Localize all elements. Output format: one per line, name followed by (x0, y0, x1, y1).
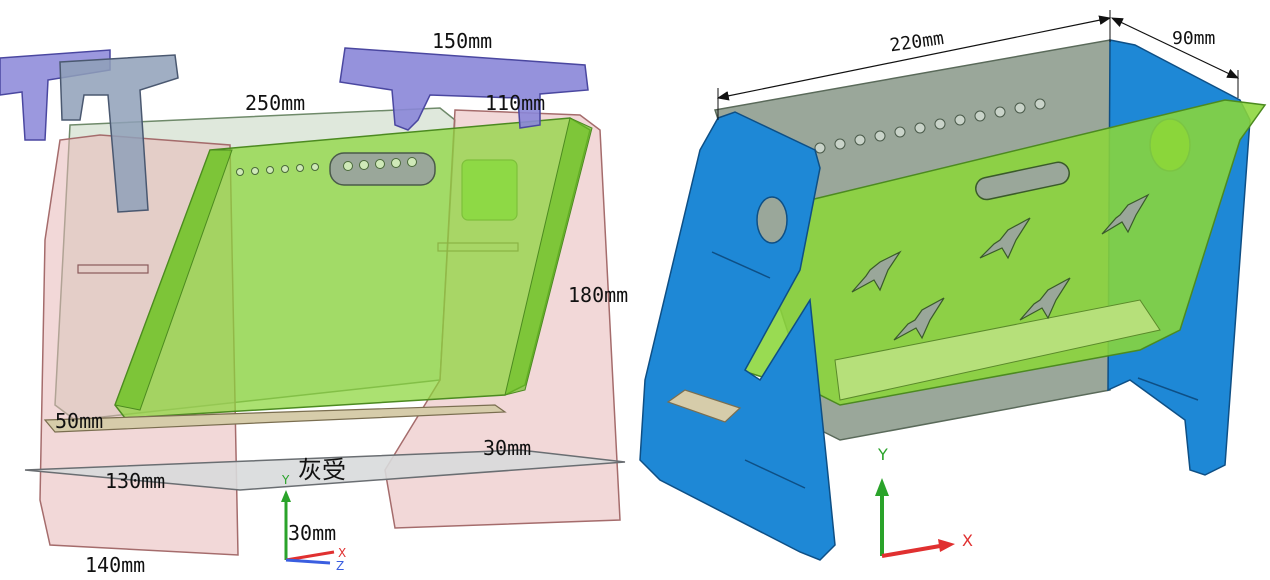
dim-tray-right: 30mm (483, 436, 531, 460)
hinge-tab (666, 389, 742, 423)
bottom-grate (43, 404, 507, 433)
left-side-panel-blue (639, 111, 836, 561)
dim-top-width: 150mm (432, 29, 492, 53)
slot (77, 264, 149, 274)
dim-bottom-height: 30mm (288, 521, 336, 545)
ash-tray-plate (24, 449, 626, 491)
axis-triad-left: Y X Z (281, 473, 346, 573)
dim-depth: 90mm (1172, 28, 1215, 49)
dim-length: 220mm (889, 28, 946, 56)
panel-slots (711, 251, 1199, 489)
dim-depth-line (1110, 17, 1240, 98)
star-cutouts (851, 193, 1150, 341)
vent-holes (236, 157, 417, 176)
tray-handle-slot (975, 161, 1070, 201)
right-assembled-view: 220mm 90mm Y X (639, 10, 1267, 561)
axis-y-label-right: Y (877, 445, 888, 464)
side-hole-left (756, 196, 788, 244)
top-piece-mid (59, 54, 179, 213)
tray-front-edge (114, 149, 233, 411)
ash-tray-label: 灰受 (298, 456, 346, 484)
axis-x-label: X (338, 546, 346, 560)
dim-body-width: 250mm (245, 91, 305, 115)
dim-base-depth: 140mm (85, 553, 145, 577)
axis-triad-right: Y X (875, 445, 973, 558)
axis-x-label-right: X (962, 531, 973, 550)
dim-height: 180mm (568, 283, 628, 307)
back-holes (814, 98, 1046, 154)
dim-tray-depth: 130mm (105, 469, 165, 493)
dim-upper-offset: 110mm (485, 91, 545, 115)
tray-floor (834, 299, 1161, 401)
dim-length-line (716, 10, 1112, 120)
top-piece-right (339, 47, 589, 131)
axis-z-label: Z (336, 559, 344, 573)
axis-y-label: Y (281, 473, 290, 487)
left-exploded-view: 150mm 110mm 250mm 180mm 50mm 130mm 30mm … (0, 29, 628, 577)
dim-front-lip: 50mm (55, 409, 103, 433)
tray-rear-edge (504, 117, 593, 396)
